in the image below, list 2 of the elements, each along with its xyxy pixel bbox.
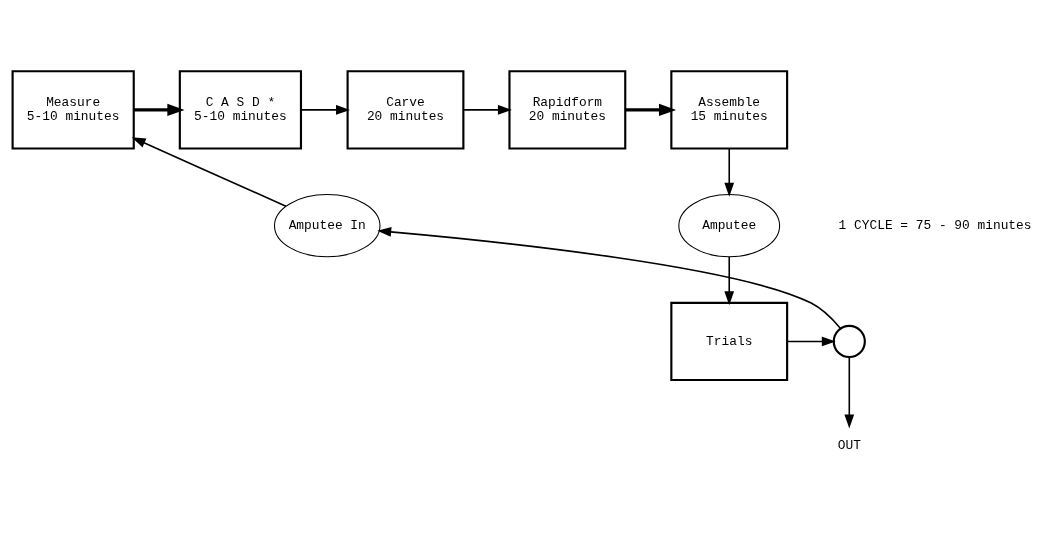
label: 1 CYCLE = 75 - 90 minutes xyxy=(838,217,1032,233)
node-text: OUT xyxy=(837,437,861,453)
